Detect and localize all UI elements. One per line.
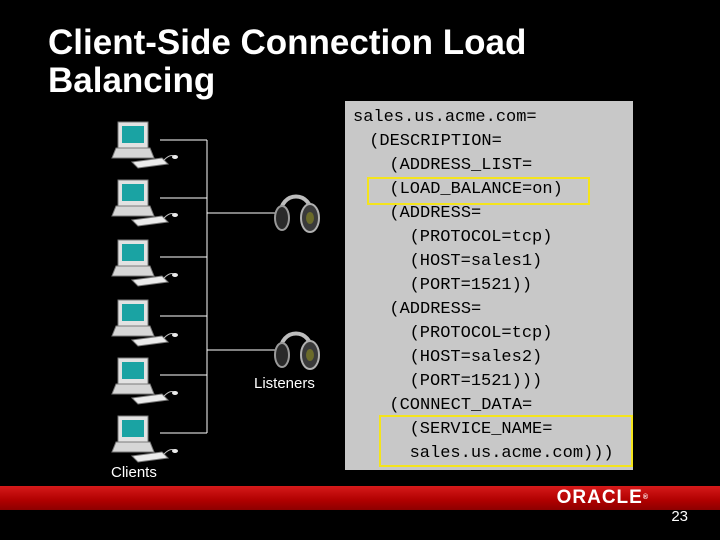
footer-bar <box>0 486 720 510</box>
code-line: sales.us.acme.com= <box>353 108 537 127</box>
code-line: (PROTOCOL=tcp) <box>379 324 553 343</box>
tnsnames-code-box: sales.us.acme.com= (DESCRIPTION= (ADDRES… <box>345 101 633 470</box>
code-line: (LOAD_BALANCE=on) <box>369 180 563 199</box>
client-computer-icon <box>111 179 179 227</box>
code-line: (PORT=1521))) <box>379 372 543 391</box>
page-number: 23 <box>671 508 688 525</box>
code-line: (HOST=sales1) <box>379 252 543 271</box>
listeners-label: Listeners <box>254 375 315 392</box>
client-computer-icon <box>111 299 179 347</box>
code-line: sales.us.acme.com))) <box>379 444 614 463</box>
code-line: (SERVICE_NAME= <box>379 420 553 439</box>
load-balance-highlight <box>367 177 590 205</box>
client-computer-icon <box>111 121 179 169</box>
client-computer-icon <box>111 415 179 463</box>
oracle-logo: ORACLE® <box>557 488 648 508</box>
code-line: (CONNECT_DATA= <box>369 396 533 415</box>
client-computer-icon <box>111 357 179 405</box>
logo-trademark: ® <box>642 494 648 501</box>
code-line: (ADDRESS= <box>369 204 482 223</box>
code-line: (PROTOCOL=tcp) <box>379 228 553 247</box>
code-line: (HOST=sales2) <box>379 348 543 367</box>
service-name-highlight <box>379 415 633 467</box>
code-line: (PORT=1521)) <box>379 276 533 295</box>
listener-headphones-icon <box>273 331 321 371</box>
code-line: (DESCRIPTION= <box>359 132 502 151</box>
logo-text: ORACLE <box>556 487 643 508</box>
listener-headphones-icon <box>273 194 321 234</box>
clients-label: Clients <box>111 464 157 481</box>
slide-title: Client-Side Connection Load Balancing <box>48 23 527 100</box>
code-line: (ADDRESS_LIST= <box>369 156 533 175</box>
client-computer-icon <box>111 239 179 287</box>
code-line: (ADDRESS= <box>369 300 482 319</box>
